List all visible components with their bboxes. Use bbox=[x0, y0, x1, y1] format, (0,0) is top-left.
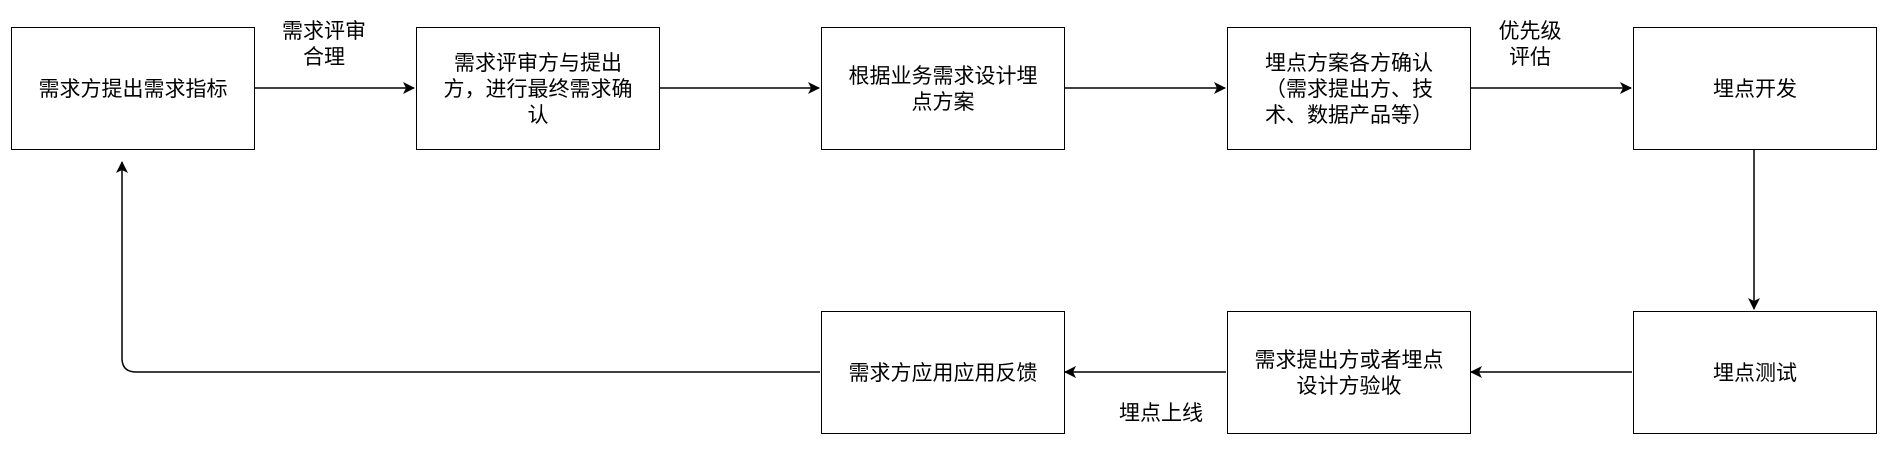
node-tracking-testing: 埋点测试 bbox=[1633, 311, 1877, 434]
node-submit-requirement: 需求方提出需求指标 bbox=[11, 27, 255, 150]
node-plan-confirmation: 埋点方案各方确认 （需求提出方、技 术、数据产品等） bbox=[1227, 27, 1471, 150]
edge-label-release: 埋点上线 bbox=[1106, 400, 1216, 426]
edge-label-review: 需求评审 合理 bbox=[272, 18, 376, 70]
node-final-confirmation: 需求评审方与提出 方，进行最终需求确 认 bbox=[416, 27, 660, 150]
edge-n8-n1 bbox=[116, 161, 820, 373]
node-acceptance: 需求提出方或者埋点 设计方验收 bbox=[1227, 311, 1471, 434]
node-tracking-development: 埋点开发 bbox=[1633, 27, 1877, 150]
node-application-feedback: 需求方应用应用反馈 bbox=[821, 311, 1065, 434]
node-design-tracking-plan: 根据业务需求设计埋 点方案 bbox=[821, 27, 1065, 150]
edge-label-priority: 优先级 评估 bbox=[1485, 18, 1575, 70]
